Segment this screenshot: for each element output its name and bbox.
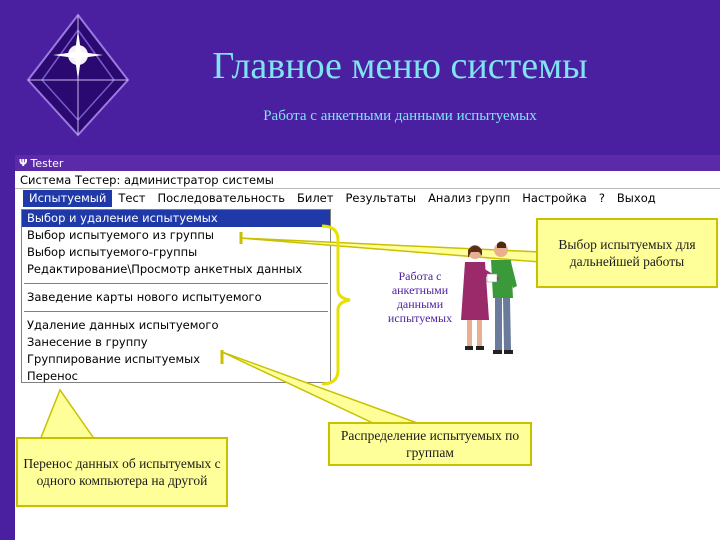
menu-item-sequence[interactable]: Последовательность bbox=[157, 190, 285, 205]
dropdown-item-transfer[interactable]: Перенос bbox=[27, 369, 78, 383]
dropdown-item-select-group[interactable]: Выбор испытуемого-группы bbox=[27, 245, 198, 259]
menu-item-exit[interactable]: Выход bbox=[616, 190, 656, 205]
window-titlebar: Ψ Tester bbox=[15, 155, 720, 171]
menu-item-subject[interactable]: Испытуемый bbox=[23, 189, 113, 207]
window-caption: Система Тестер: администратор системы bbox=[15, 171, 720, 189]
dropdown-item-grouping[interactable]: Группирование испытуемых bbox=[27, 352, 201, 366]
dropdown-separator bbox=[24, 283, 328, 284]
menu-item-settings[interactable]: Настройка bbox=[522, 190, 587, 205]
dropdown-item-select-from-group[interactable]: Выбор испытуемого из группы bbox=[27, 228, 214, 242]
people-illustration-icon bbox=[461, 241, 517, 354]
subject-dropdown-menu: Выбор и удаление испытуемых Выбор испыту… bbox=[21, 209, 331, 383]
dropdown-item-add-to-group[interactable]: Занесение в группу bbox=[27, 335, 148, 349]
window-title: Tester bbox=[30, 156, 64, 170]
dropdown-item-delete-data[interactable]: Удаление данных испытуемого bbox=[27, 318, 219, 332]
menu-item-group-analysis[interactable]: Анализ групп bbox=[428, 190, 511, 205]
callout-transfer-data: Перенос данных об испытуемых с одного ко… bbox=[16, 437, 228, 507]
dropdown-item-new-card[interactable]: Заведение карты нового испытуемого bbox=[27, 290, 262, 304]
side-label-questionnaire: Работа с анкетными данными испытуемых bbox=[387, 269, 453, 325]
menu-item-help[interactable]: ? bbox=[598, 190, 605, 205]
dropdown-item-select-delete[interactable]: Выбор и удаление испытуемых bbox=[22, 210, 330, 227]
callout-group-distribution: Распределение испытуемых по группам bbox=[328, 422, 532, 466]
menu-item-results[interactable]: Результаты bbox=[345, 190, 417, 205]
dropdown-item-edit-view[interactable]: Редактирование\Просмотр анкетных данных bbox=[27, 262, 303, 276]
menu-item-ticket[interactable]: Билет bbox=[296, 190, 334, 205]
slide-title: Главное меню системы bbox=[212, 45, 588, 87]
menubar: Испытуемый Тест Последовательность Билет… bbox=[15, 189, 720, 207]
menu-item-test[interactable]: Тест bbox=[118, 190, 146, 205]
app-icon: Ψ bbox=[19, 157, 28, 169]
slide-subtitle: Работа с анкетными данными испытуемых bbox=[263, 108, 537, 124]
callout-select-subjects: Выбор испытуемых для дальнейшей работы bbox=[536, 218, 718, 288]
star-logo-icon bbox=[26, 13, 130, 137]
dropdown-separator bbox=[24, 311, 328, 312]
